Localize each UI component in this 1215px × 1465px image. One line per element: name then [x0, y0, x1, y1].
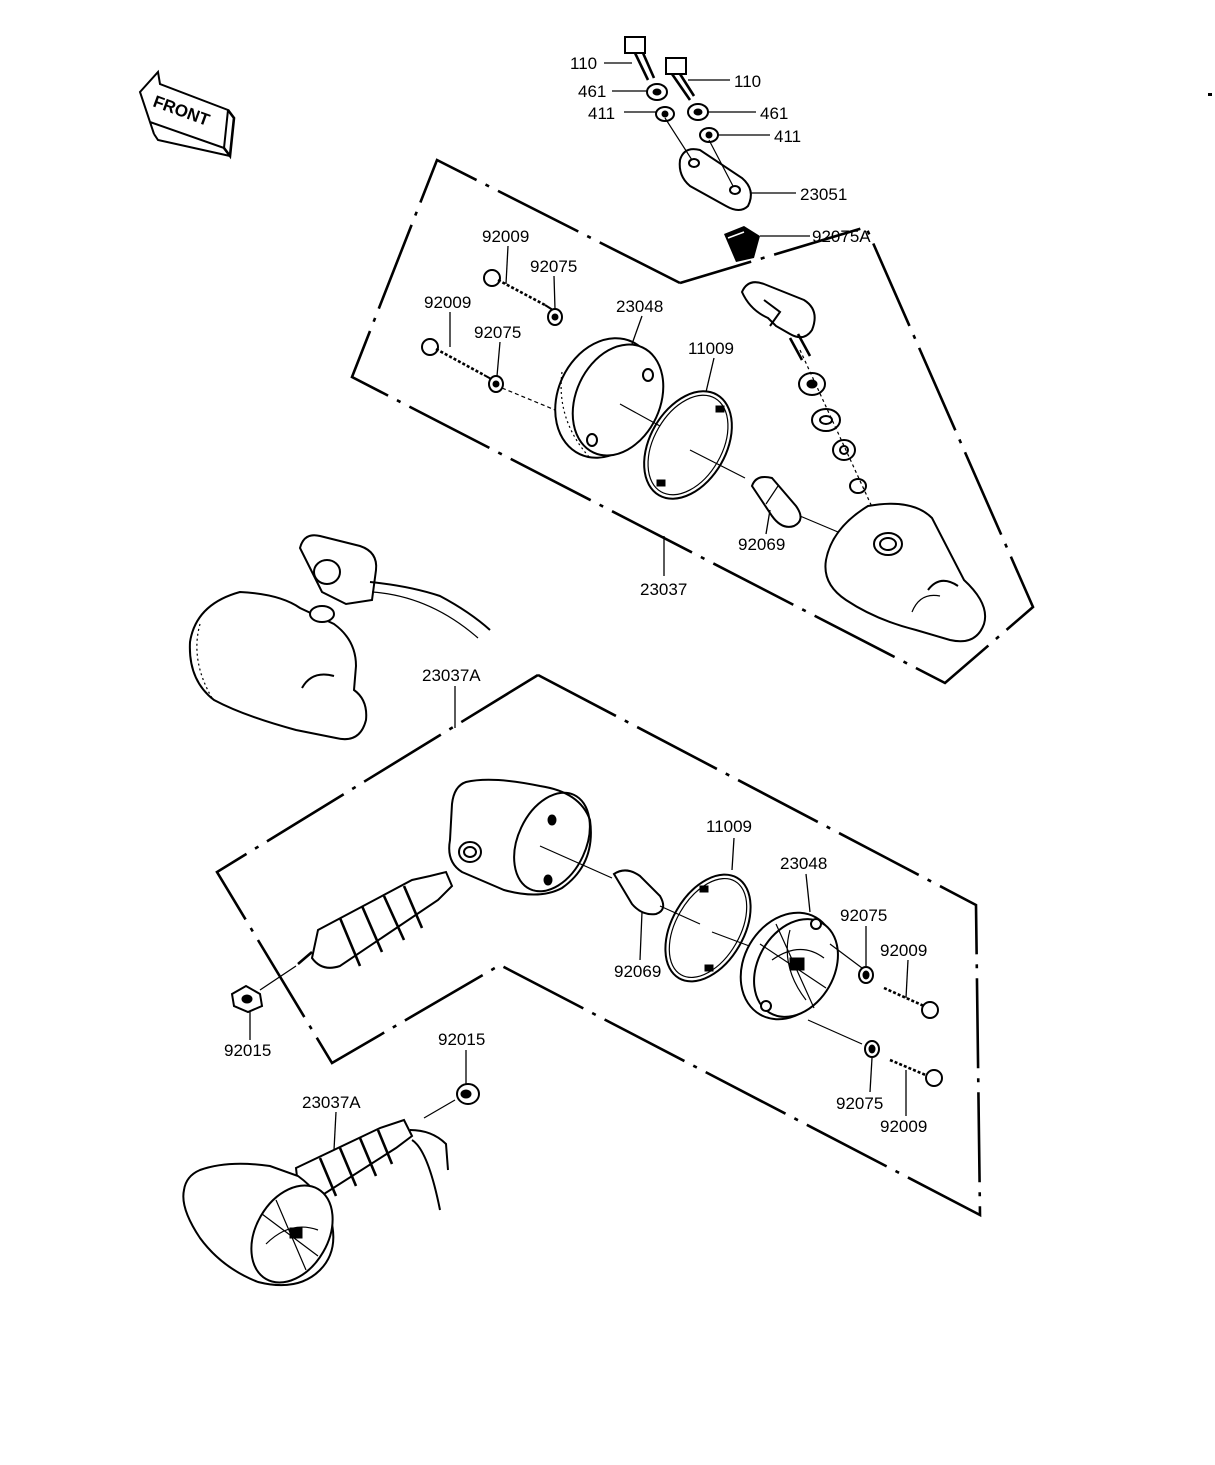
label-23037A-mid: 23037A [422, 666, 481, 685]
label-11009-top: 11009 [688, 339, 734, 358]
leader-lines [249, 62, 909, 1151]
screw-92009-top-a [483, 269, 557, 313]
washer-411-right [699, 127, 719, 143]
housing-upper-right [824, 502, 986, 643]
label-11009-bottom: 11009 [706, 817, 752, 836]
stray-dot [1208, 93, 1212, 96]
label-92015-left: 92015 [224, 1041, 271, 1060]
bracket-23051 [664, 117, 752, 211]
label-110-right: 110 [734, 72, 761, 91]
bulb-92069-bottom [612, 869, 701, 925]
label-92009-top-b: 92009 [424, 293, 471, 312]
nut-92015-left [230, 984, 264, 1014]
label-23048-top: 23048 [616, 297, 663, 316]
label-92009-bottom-b: 92009 [880, 1117, 927, 1136]
label-23037A-lower: 23037A [302, 1093, 361, 1112]
gasket-11009-top [643, 390, 746, 500]
label-92069-top: 92069 [738, 535, 785, 554]
label-411-right: 411 [774, 127, 801, 146]
part-labels: 110 110 461 461 411 411 23051 92075A 920… [224, 54, 927, 1136]
label-92075-top-a: 92075 [530, 257, 577, 276]
lens-23048-bottom [739, 911, 863, 1045]
washer-411-left [655, 106, 675, 122]
label-92075A: 92075A [812, 227, 871, 246]
bolt-110-right [665, 57, 696, 101]
label-23051: 23051 [800, 185, 847, 204]
label-23037: 23037 [640, 580, 687, 599]
stem-lower [259, 870, 454, 991]
front-arrow-icon: FRONT [138, 69, 236, 160]
washer-92075-top-a [547, 308, 563, 326]
washer-461-left [646, 83, 668, 101]
screw-92009-top-b [421, 338, 494, 381]
bulb-92069-top [750, 476, 839, 533]
housing-lower-center [448, 778, 613, 896]
screw-92009-bottom-a [883, 986, 939, 1019]
label-23048-bottom: 23048 [780, 854, 827, 873]
washer-92075-bottom-a [858, 966, 874, 984]
lens-23048-top [554, 337, 665, 459]
label-92075-top-b: 92075 [474, 323, 521, 342]
upper-assembly-outline [350, 158, 1035, 685]
bolt-110-left [624, 36, 656, 81]
signal-assembly-left-upper [188, 534, 491, 741]
label-461-left: 461 [578, 82, 606, 101]
washer-92075-top-b [488, 375, 504, 393]
label-461-right: 461 [760, 104, 788, 123]
label-92075-bottom-b: 92075 [836, 1094, 883, 1113]
label-92009-bottom-a: 92009 [880, 941, 927, 960]
lower-assembly-outline [215, 673, 982, 1218]
mounting-stem [740, 281, 879, 521]
label-92069-bottom: 92069 [614, 962, 661, 981]
screw-92009-bottom-b [889, 1058, 943, 1087]
label-411-left: 411 [588, 104, 615, 123]
screw-path-line [501, 387, 561, 413]
label-92015-lower: 92015 [438, 1030, 485, 1049]
label-110-left: 110 [570, 54, 597, 73]
label-92075-bottom-a: 92075 [840, 906, 887, 925]
washer-461-right [687, 103, 709, 121]
gasket-11009-bottom [664, 873, 761, 983]
washer-92075-bottom-b [864, 1040, 880, 1058]
signal-assembly-left-lower [182, 1083, 480, 1287]
damper-92075A [724, 226, 760, 262]
label-92009-top-a: 92009 [482, 227, 529, 246]
